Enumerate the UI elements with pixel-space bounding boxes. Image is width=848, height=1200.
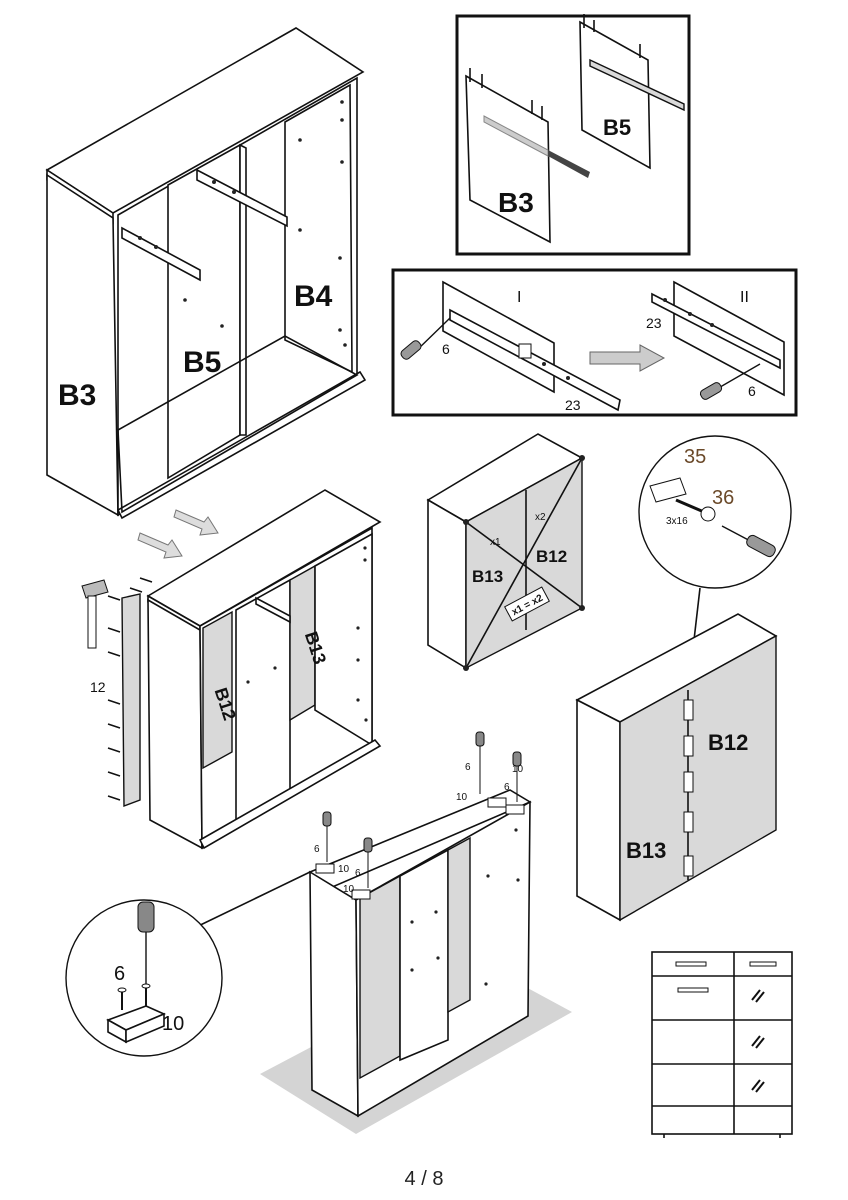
screw-count-a: 6 [442, 341, 450, 357]
rail-count-a: 23 [565, 397, 581, 413]
label-b12-step3: B12 [536, 547, 567, 566]
label-b4: B4 [294, 280, 333, 313]
foot-10d: 10 [512, 764, 524, 775]
screw-icon [117, 983, 151, 1010]
screw-count-b: 6 [748, 383, 756, 399]
carcass-step4: B12 B13 [575, 613, 778, 922]
carcass-step2: B12 B13 12 [81, 489, 382, 850]
screwdriver-icon [721, 525, 776, 558]
hinge-detail: 35 36 3x16 [638, 435, 792, 693]
foot-6c: 6 [465, 762, 471, 773]
foot-detail-pad: 10 [162, 1013, 184, 1035]
page-number: 4 / 8 [404, 1168, 444, 1190]
screw-icon [107, 577, 153, 801]
label-b13-step3: B13 [472, 567, 503, 586]
foot-10c: 10 [456, 792, 468, 803]
carcass-step3: x1 x2 x1 = x2 B13 B12 [426, 433, 585, 671]
detail-rail-box: 6 23 I 23 II 6 [391, 268, 798, 417]
hammer-icon [81, 579, 109, 649]
nail-count: 12 [90, 679, 106, 695]
screwdriver-icon [699, 363, 761, 400]
foot-6d: 6 [504, 782, 510, 793]
label-x1: x1 [490, 537, 501, 548]
part-36: 36 [712, 487, 734, 509]
rail-count-b: 23 [646, 315, 662, 331]
stage-i: I [517, 289, 521, 306]
stage-ii: II [740, 289, 749, 306]
foot-detail: 6 10 [65, 899, 223, 1057]
part-35: 35 [684, 446, 706, 468]
carcass-step5: 6 10 6 10 6 10 6 10 [189, 731, 572, 1134]
label-x2: x2 [535, 512, 546, 523]
foot-6b: 6 [355, 868, 361, 879]
screwdriver-icon [137, 901, 155, 986]
screw-size: 3x16 [666, 516, 688, 527]
foot-10a: 10 [338, 864, 350, 875]
label-b3-detail: B3 [498, 187, 534, 218]
foot-detail-screw: 6 [114, 963, 125, 985]
label-b5: B5 [183, 346, 221, 379]
carcass-step1: B3 B4 B5 [45, 27, 367, 520]
label-b12-step4: B12 [708, 730, 748, 755]
screwdriver-icon [322, 731, 522, 888]
screwdriver-icon [400, 317, 451, 360]
foot-6a: 6 [314, 844, 320, 855]
label-b13-step4: B13 [626, 838, 666, 863]
foot-10b: 10 [343, 884, 355, 895]
screw-icon [675, 498, 716, 522]
label-b5-detail: B5 [603, 115, 631, 140]
label-b3: B3 [58, 379, 96, 412]
front-view-overview [651, 951, 793, 1138]
detail-panels-box: B5 B3 [455, 14, 691, 256]
arrow-icon [589, 344, 666, 372]
arrow-icon [137, 509, 219, 559]
